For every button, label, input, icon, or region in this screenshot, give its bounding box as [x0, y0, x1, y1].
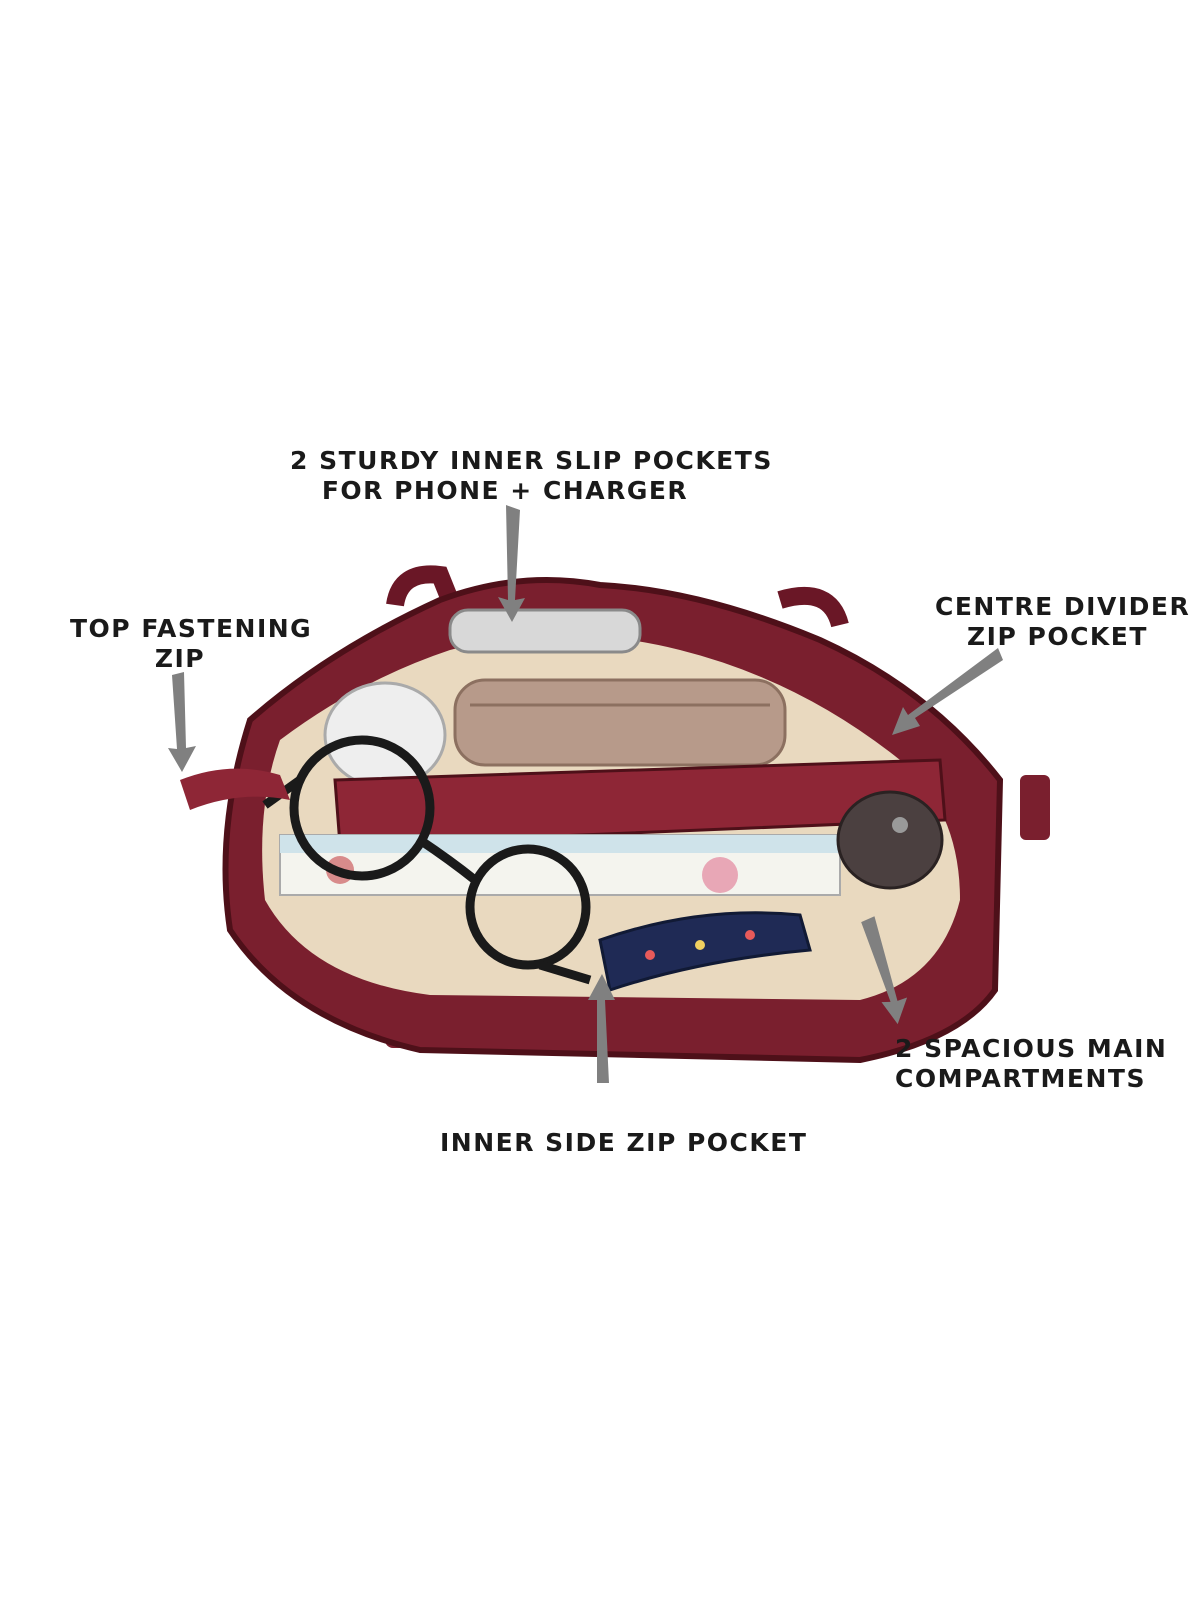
callout-slip-pockets-line1: 2 STURDY INNER SLIP POCKETS: [290, 446, 773, 475]
arrow-slip-pockets: [498, 505, 525, 622]
callout-top-zip: TOP FASTENING ZIP: [70, 614, 313, 674]
callout-centre-divider-line2: ZIP POCKET: [967, 622, 1148, 651]
callout-side-pocket-line1: INNER SIDE ZIP POCKET: [440, 1128, 808, 1157]
quilted-pouch: [453, 678, 787, 767]
floral-wallet: [598, 911, 812, 992]
arrow-top-zip: [168, 672, 196, 772]
callout-top-zip-line1: TOP FASTENING: [70, 614, 313, 643]
cup: [323, 681, 447, 789]
callout-main-compartments: 2 SPACIOUS MAIN COMPARTMENTS: [895, 1034, 1168, 1094]
arrow-main-compartments: [861, 916, 908, 1025]
thermos: [836, 790, 944, 890]
books: [279, 834, 841, 896]
callout-main-compartments-line1: 2 SPACIOUS MAIN: [895, 1034, 1168, 1063]
callout-side-pocket: INNER SIDE ZIP POCKET: [440, 1128, 808, 1158]
callout-slip-pockets-line2: FOR PHONE + CHARGER: [321, 476, 689, 505]
top-zip-strap: [180, 768, 290, 810]
phone: [448, 608, 642, 654]
callout-slip-pockets: 2 STURDY INNER SLIP POCKETS FOR PHONE + …: [290, 446, 773, 506]
callout-top-zip-line2: ZIP: [154, 644, 206, 673]
arrow-side-pocket: [588, 974, 615, 1083]
callout-centre-divider: CENTRE DIVIDER ZIP POCKET: [935, 592, 1191, 652]
callout-arrows: [168, 505, 1003, 1083]
callout-main-compartments-line2: COMPARTMENTS: [895, 1064, 1146, 1093]
centre-divider-zip: [333, 758, 947, 847]
callout-centre-divider-line1: CENTRE DIVIDER: [935, 592, 1191, 621]
arrow-centre-divider: [892, 648, 1003, 735]
